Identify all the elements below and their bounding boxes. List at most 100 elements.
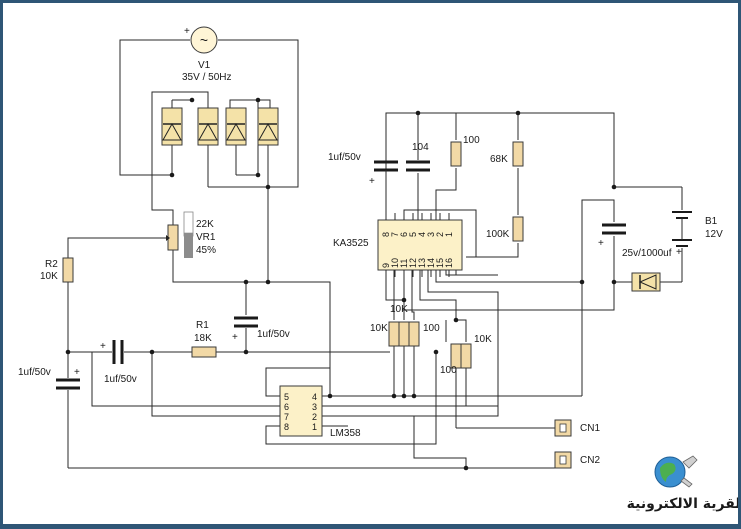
ac-source-v1[interactable]: ~ + V1 35V / 50Hz bbox=[182, 26, 231, 83]
globe-land-icon bbox=[660, 462, 676, 482]
r100-top-value: 100 bbox=[463, 135, 480, 146]
pot-name: VR1 bbox=[196, 232, 216, 243]
pot-setting: 45% bbox=[196, 245, 216, 256]
cap-series-plus: + bbox=[100, 341, 106, 352]
capacitor-104[interactable]: 104 bbox=[406, 142, 430, 172]
r10k-a-value: 10K bbox=[370, 323, 388, 334]
diode-d2[interactable] bbox=[197, 107, 219, 146]
battery-plus: + bbox=[676, 247, 682, 258]
diode-d3[interactable] bbox=[225, 107, 247, 146]
junction-dots bbox=[65, 97, 617, 471]
ic-pin-label: 7 bbox=[284, 412, 289, 422]
capacitor-1000uf[interactable]: + 25v/1000uf bbox=[598, 223, 672, 259]
ic-pin-label: 2 bbox=[312, 412, 317, 422]
resistor-10k-a[interactable]: 10K bbox=[370, 321, 400, 347]
capacitor-mid[interactable]: 1uf/50v + bbox=[232, 316, 290, 343]
pot-value: 22K bbox=[196, 219, 214, 230]
ic-pin-label: 1 bbox=[444, 232, 454, 237]
resistor-100-a[interactable]: 100 bbox=[408, 321, 440, 347]
diode-protection[interactable] bbox=[631, 272, 661, 292]
ac-wave-icon: ~ bbox=[200, 32, 208, 48]
r10k-b-value: 10K bbox=[390, 304, 408, 315]
ic-pin-label: 3 bbox=[312, 402, 317, 412]
r100-b-value: 100 bbox=[440, 365, 457, 376]
ic-pin-label: 10 bbox=[390, 258, 400, 268]
resistor-r2[interactable]: R2 10K bbox=[40, 257, 74, 283]
site-logo: القرية الالكترونية bbox=[627, 455, 741, 512]
battery-voltage: 12V bbox=[705, 229, 723, 240]
ic-pin-label: 8 bbox=[381, 232, 391, 237]
circuit-schematic: ~ + V1 35V / 50Hz bbox=[18, 26, 741, 512]
lm358-label: LM358 bbox=[330, 428, 361, 439]
ic-pin-label: 5 bbox=[408, 232, 418, 237]
source-spec: 35V / 50Hz bbox=[182, 72, 231, 83]
pot-level-indicator bbox=[184, 232, 193, 258]
ic-pin-label: 15 bbox=[435, 258, 445, 268]
schematic-canvas: ~ + V1 35V / 50Hz bbox=[3, 3, 741, 524]
cap-big-value: 25v/1000uf bbox=[622, 248, 672, 259]
ka3525-label: KA3525 bbox=[333, 238, 369, 249]
resistor-100k[interactable]: 100K bbox=[486, 216, 524, 242]
ic-pin-label: 13 bbox=[417, 258, 427, 268]
r68k-value: 68K bbox=[490, 154, 508, 165]
resistor-100-top[interactable]: 100 bbox=[450, 135, 480, 167]
r10k-c-value: 10K bbox=[474, 334, 492, 345]
cap-mid-value: 1uf/50v bbox=[257, 329, 290, 340]
ic-pin-label: 8 bbox=[284, 422, 289, 432]
cap-top-plus: + bbox=[369, 176, 375, 187]
cn2-label: CN2 bbox=[580, 455, 600, 466]
r1-name: R1 bbox=[196, 320, 209, 331]
ic-pin-label: 4 bbox=[417, 232, 427, 237]
wrench-icon bbox=[680, 455, 698, 488]
potentiometer-vr1[interactable]: 22K VR1 45% bbox=[160, 211, 216, 258]
connector-cn1[interactable]: CN1 bbox=[554, 419, 600, 437]
cap-left-plus: + bbox=[74, 367, 80, 378]
logo-text: القرية الالكترونية bbox=[627, 496, 738, 512]
battery-b1[interactable]: B1 12V + bbox=[672, 211, 723, 258]
cap-big-plus: + bbox=[598, 238, 604, 249]
resistor-r1[interactable]: R1 18K bbox=[191, 320, 217, 358]
connector-cn2[interactable]: CN2 bbox=[554, 451, 600, 469]
cap-mid-plus: + bbox=[232, 332, 238, 343]
r2-name: R2 bbox=[45, 259, 58, 270]
diode-d4[interactable] bbox=[257, 107, 279, 146]
ic-pin-label: 9 bbox=[381, 263, 391, 268]
r100k-value: 100K bbox=[486, 229, 510, 240]
ic-pin-label: 16 bbox=[444, 258, 454, 268]
cap-series-value: 1uf/50v bbox=[104, 374, 137, 385]
resistor-10k-c[interactable]: 10K bbox=[460, 334, 492, 369]
r2-value: 10K bbox=[40, 271, 58, 282]
r1-value: 18K bbox=[194, 333, 212, 344]
ic-pin-label: 4 bbox=[312, 392, 317, 402]
r100-a-value: 100 bbox=[423, 323, 440, 334]
cap-top-value: 1uf/50v bbox=[328, 152, 361, 163]
resistor-68k[interactable]: 68K bbox=[490, 141, 524, 167]
ic-pin-label: 1 bbox=[312, 422, 317, 432]
cn1-label: CN1 bbox=[580, 423, 600, 434]
pot-slider-track bbox=[183, 211, 194, 237]
bridge-rectifier bbox=[161, 107, 279, 146]
battery-name: B1 bbox=[705, 216, 718, 227]
ic-pin-label: 6 bbox=[399, 232, 409, 237]
cap-104-value: 104 bbox=[412, 142, 429, 153]
ic-pin-label: 12 bbox=[408, 258, 418, 268]
diode-d1[interactable] bbox=[161, 107, 183, 146]
ic-pin-label: 3 bbox=[426, 232, 436, 237]
source-name: V1 bbox=[198, 60, 211, 71]
capacitor-series[interactable]: + 1uf/50v bbox=[100, 340, 137, 385]
resistor-100-b[interactable]: 100 bbox=[440, 343, 462, 376]
capacitor-top[interactable]: 1uf/50v + bbox=[328, 152, 398, 187]
ic-pin-label: 14 bbox=[426, 258, 436, 268]
wires bbox=[67, 39, 683, 469]
ic-pin-label: 6 bbox=[284, 402, 289, 412]
capacitor-left[interactable]: + 1uf/50v bbox=[18, 367, 80, 390]
ic-pin-label: 11 bbox=[399, 259, 409, 268]
ic-pin-label: 7 bbox=[390, 232, 400, 237]
